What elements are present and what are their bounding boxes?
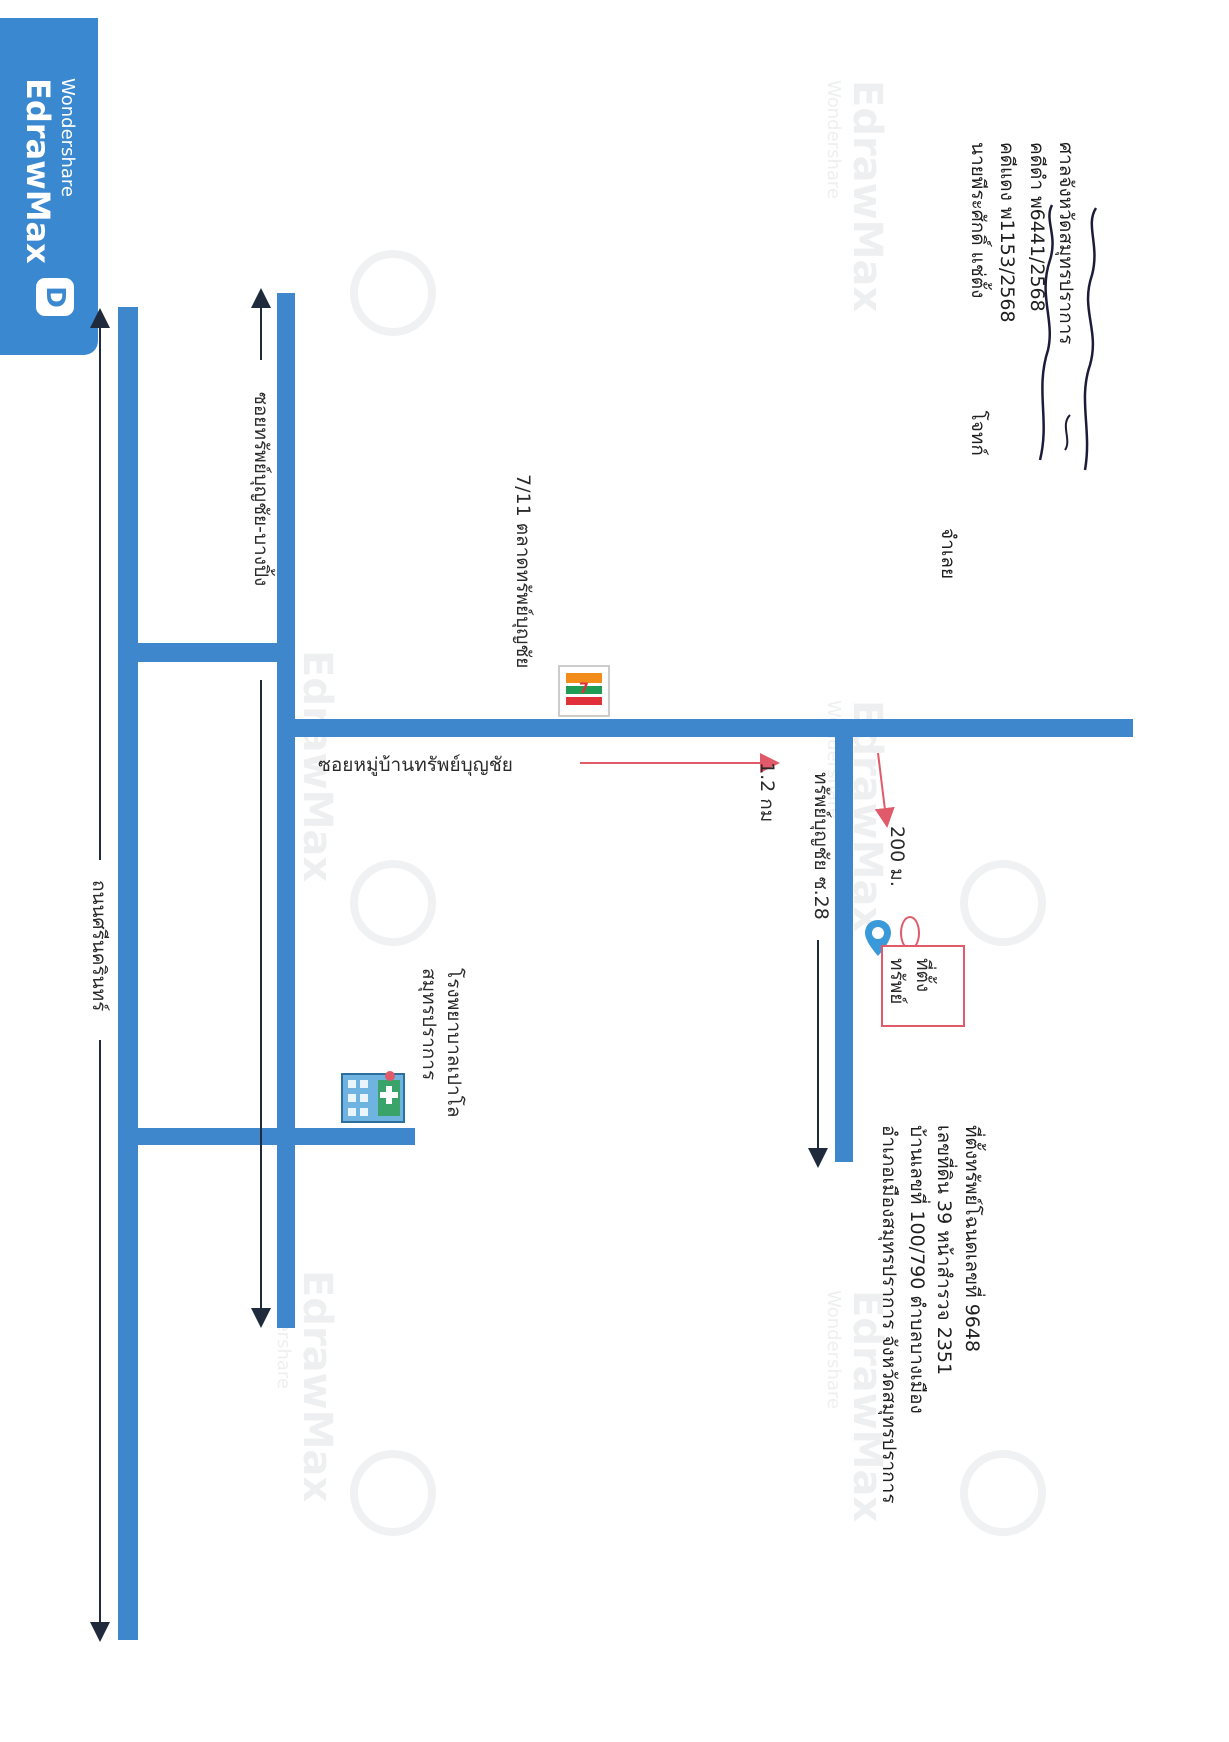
- location-details-line4: อำเภอเมืองสมุทรปราการ จังหวัดสมุทรปราการ: [878, 1125, 901, 1504]
- case-info-name: นายพีระศักดิ์ แช่ตั้ง: [966, 142, 989, 299]
- road-village: [295, 719, 1133, 737]
- signature-marks: [1038, 204, 1098, 471]
- case-info-plaintiff: โจทก์: [966, 410, 989, 456]
- hospital-label: โรงพยาบาลเปาโล สมุทรปราการ: [417, 968, 466, 1117]
- brand-banner: Wondershare EdrawMax D: [0, 18, 98, 355]
- case-info-line4: นายพีระศักดิ์ แช่ตั้ง โจทก์: [962, 142, 991, 579]
- hospital-label-line1: โรงพยาบาลเปาโล: [443, 968, 465, 1118]
- label-side-road: ซอยทรัพย์บุญชัย-บางปิ้ง: [250, 392, 272, 587]
- location-details-line3: บ้านเลขที่ 100/790 ตำบลบางเมือง: [905, 1125, 928, 1414]
- label-soi-distance: 200 ม.: [886, 826, 908, 887]
- location-details: ที่ตั้งทรัพย์โฉนดเลขที่ 9648 เลขที่ดิน 3…: [875, 1125, 985, 1504]
- svg-text:7: 7: [579, 681, 589, 697]
- road-main: [118, 307, 138, 1640]
- property-box: [881, 945, 965, 1027]
- road-side: [277, 293, 295, 1328]
- label-main-road: ถนนศรีนครินทร์: [88, 880, 110, 1012]
- watermark-logo-icon: [350, 1450, 436, 1536]
- road-soi-28: [835, 737, 853, 1162]
- case-info-defendant: จำเลย: [937, 528, 960, 580]
- label-village-road: ซอยหมู่บ้านทรัพย์บุญชัย: [318, 754, 513, 776]
- property-label: ที่ตั้ง ทรัพย์: [884, 958, 935, 1004]
- case-info-line3: คดีแดง พ1153/2568: [996, 142, 1019, 323]
- watermark-logo-icon: [960, 1450, 1046, 1536]
- store-icon: 7: [558, 665, 610, 717]
- watermark-logo-icon: [350, 250, 436, 336]
- label-soi-28: ทรัพย์บุญชัย ซ.28: [810, 772, 832, 920]
- watermark-logo-icon: [350, 860, 436, 946]
- road-connector-hospital: [138, 1128, 415, 1145]
- hospital-label-line2: สมุทรปราการ: [418, 968, 441, 1081]
- market-label: 7/11 ตลาดทรัพย์บุญชัย: [512, 474, 534, 669]
- location-details-line1: ที่ตั้งทรัพย์โฉนดเลขที่ 9648: [961, 1125, 983, 1353]
- watermark-logo-icon: [960, 860, 1046, 946]
- label-village-distance: 1.2 กม: [756, 762, 778, 823]
- road-connector-upper: [138, 643, 277, 662]
- location-details-line2: เลขที่ดิน 39 หน้าสำรวจ 2351: [933, 1125, 956, 1376]
- property-label-line2: ทรัพย์: [886, 958, 909, 1005]
- hospital-icon: [338, 1068, 408, 1126]
- case-info-line5: จำเลย: [933, 142, 962, 579]
- property-label-line1: ที่ตั้ง: [912, 958, 934, 993]
- soi-distance-arrow: [874, 752, 895, 828]
